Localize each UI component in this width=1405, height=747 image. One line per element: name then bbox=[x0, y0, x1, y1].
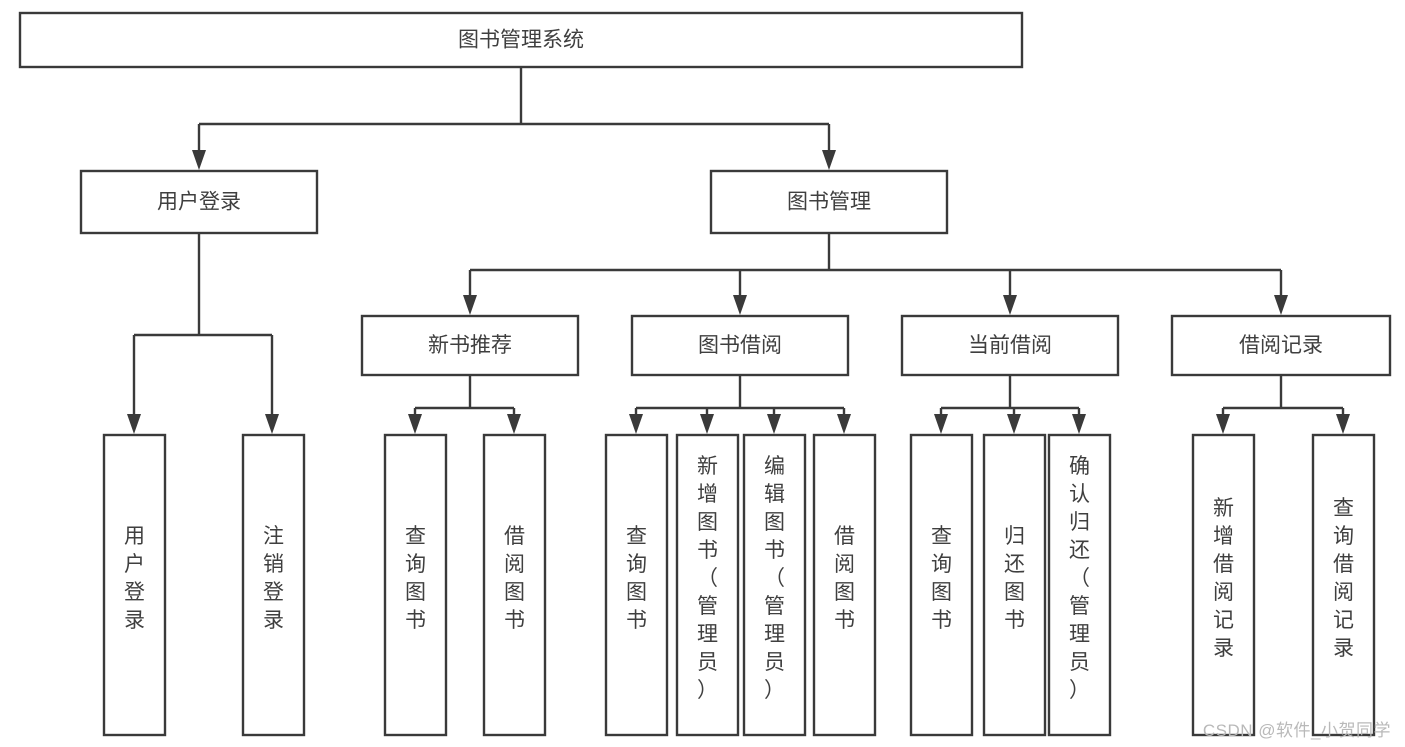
arrow-icon-arrow-current bbox=[1003, 295, 1017, 315]
level3-node-new-book-recommend[interactable]: 新书推荐 bbox=[360, 314, 580, 377]
node-box-leaf-borrow-book[interactable] bbox=[812, 433, 877, 737]
arrow-icon-arrow-leaf-c1 bbox=[934, 414, 948, 434]
arrow-icon-arrow-leaf-c3 bbox=[1072, 414, 1086, 434]
arrow-icon-arrow-book-management bbox=[822, 150, 836, 170]
node-label-current-borrow: 当前借阅 bbox=[968, 334, 1052, 357]
node-box-leaf-add-book-admin[interactable] bbox=[675, 433, 740, 737]
arrow-icon-arrow-leaf-r1 bbox=[408, 414, 422, 434]
arrow-icon-arrow-leaf-c2 bbox=[1007, 414, 1021, 434]
arrow-icon-arrow-recommend bbox=[463, 295, 477, 315]
level3-node-borrow-record[interactable]: 借阅记录 bbox=[1170, 314, 1392, 377]
node-box-leaf-confirm-return-admin[interactable] bbox=[1047, 433, 1112, 737]
node-box-leaf-return-book[interactable] bbox=[982, 433, 1047, 737]
node-label-user-login: 用户登录 bbox=[157, 191, 241, 214]
node-label-leaf-logout-login: 注销登录 bbox=[263, 525, 284, 632]
root-node-root[interactable]: 图书管理系统 bbox=[18, 11, 1024, 69]
level2-node-book-management[interactable]: 图书管理 bbox=[709, 169, 949, 235]
leaf-node-leaf-query-book-recommend[interactable]: 查询图书 bbox=[383, 433, 448, 737]
node-box-leaf-query-book-current[interactable] bbox=[909, 433, 974, 737]
node-box-new-book-recommend[interactable] bbox=[360, 314, 580, 377]
node-box-leaf-edit-book-admin[interactable] bbox=[742, 433, 807, 737]
arrow-icon-arrow-leaf-b3 bbox=[767, 414, 781, 434]
node-box-leaf-query-book-recommend[interactable] bbox=[383, 433, 448, 737]
node-box-leaf-add-borrow-record[interactable] bbox=[1191, 433, 1256, 737]
node-box-book-management[interactable] bbox=[709, 169, 949, 235]
arrow-icon-arrow-user-login bbox=[192, 150, 206, 170]
node-label-leaf-borrow-book: 借阅图书 bbox=[834, 525, 855, 632]
leaf-node-leaf-user-login[interactable]: 用户登录 bbox=[102, 433, 167, 737]
node-label-leaf-query-borrow-record: 查询借阅记录 bbox=[1333, 497, 1354, 660]
leaf-node-leaf-return-book[interactable]: 归还图书 bbox=[982, 433, 1047, 737]
node-label-root: 图书管理系统 bbox=[458, 29, 584, 52]
node-label-book-borrow: 图书借阅 bbox=[698, 334, 782, 357]
level3-node-book-borrow[interactable]: 图书借阅 bbox=[630, 314, 850, 377]
node-label-leaf-return-book: 归还图书 bbox=[1004, 525, 1025, 632]
node-label-leaf-confirm-return-admin: 确认归还（管理员） bbox=[1069, 455, 1090, 702]
node-box-user-login[interactable] bbox=[79, 169, 319, 235]
node-box-leaf-query-book-borrow[interactable] bbox=[604, 433, 669, 737]
arrowhead-layer bbox=[127, 150, 1350, 434]
arrow-icon-arrow-leaf-logout-login bbox=[265, 414, 279, 434]
node-label-leaf-add-book-admin: 新增图书（管理员） bbox=[697, 455, 718, 702]
node-label-book-management: 图书管理 bbox=[787, 191, 871, 214]
leaf-node-leaf-query-book-borrow[interactable]: 查询图书 bbox=[604, 433, 669, 737]
node-box-borrow-record[interactable] bbox=[1170, 314, 1392, 377]
node-label-borrow-record: 借阅记录 bbox=[1239, 334, 1323, 357]
node-box-leaf-query-borrow-record[interactable] bbox=[1311, 433, 1376, 737]
leaf-node-leaf-confirm-return-admin[interactable]: 确认归还（管理员） bbox=[1047, 433, 1112, 737]
node-box-root[interactable] bbox=[18, 11, 1024, 69]
level2-node-user-login[interactable]: 用户登录 bbox=[79, 169, 319, 235]
node-label-leaf-query-book-recommend: 查询图书 bbox=[405, 525, 426, 632]
node-layer: 图书管理系统用户登录图书管理新书推荐图书借阅当前借阅借阅记录用户登录注销登录查询… bbox=[18, 11, 1392, 737]
node-label-new-book-recommend: 新书推荐 bbox=[428, 334, 512, 357]
leaf-node-leaf-edit-book-admin[interactable]: 编辑图书（管理员） bbox=[742, 433, 807, 737]
node-label-leaf-query-book-current: 查询图书 bbox=[931, 525, 952, 632]
leaf-node-leaf-borrow-book[interactable]: 借阅图书 bbox=[812, 433, 877, 737]
leaf-node-leaf-add-book-admin[interactable]: 新增图书（管理员） bbox=[675, 433, 740, 737]
leaf-node-leaf-query-book-current[interactable]: 查询图书 bbox=[909, 433, 974, 737]
node-box-leaf-borrow-book-recommend[interactable] bbox=[482, 433, 547, 737]
level3-node-current-borrow[interactable]: 当前借阅 bbox=[900, 314, 1120, 377]
arrow-icon-arrow-leaf-b4 bbox=[837, 414, 851, 434]
leaf-node-leaf-logout-login[interactable]: 注销登录 bbox=[241, 433, 306, 737]
leaf-node-leaf-query-borrow-record[interactable]: 查询借阅记录 bbox=[1311, 433, 1376, 737]
node-box-leaf-user-login[interactable] bbox=[102, 433, 167, 737]
node-label-leaf-add-borrow-record: 新增借阅记录 bbox=[1213, 497, 1234, 660]
leaf-node-leaf-add-borrow-record[interactable]: 新增借阅记录 bbox=[1191, 433, 1256, 737]
node-label-leaf-query-book-borrow: 查询图书 bbox=[626, 525, 647, 632]
arrow-icon-arrow-leaf-b1 bbox=[629, 414, 643, 434]
node-box-current-borrow[interactable] bbox=[900, 314, 1120, 377]
arrow-icon-arrow-leaf-b2 bbox=[700, 414, 714, 434]
node-box-book-borrow[interactable] bbox=[630, 314, 850, 377]
node-label-leaf-user-login: 用户登录 bbox=[124, 525, 145, 632]
arrow-icon-arrow-leaf-user-login bbox=[127, 414, 141, 434]
node-box-leaf-logout-login[interactable] bbox=[241, 433, 306, 737]
node-label-leaf-edit-book-admin: 编辑图书（管理员） bbox=[764, 455, 785, 702]
arrow-icon-arrow-borrow bbox=[733, 295, 747, 315]
arrow-icon-arrow-record bbox=[1274, 295, 1288, 315]
arrow-icon-arrow-leaf-rec2 bbox=[1336, 414, 1350, 434]
arrow-icon-arrow-leaf-r2 bbox=[507, 414, 521, 434]
node-label-leaf-borrow-book-recommend: 借阅图书 bbox=[504, 525, 525, 632]
arrow-icon-arrow-leaf-rec1 bbox=[1216, 414, 1230, 434]
leaf-node-leaf-borrow-book-recommend[interactable]: 借阅图书 bbox=[482, 433, 547, 737]
